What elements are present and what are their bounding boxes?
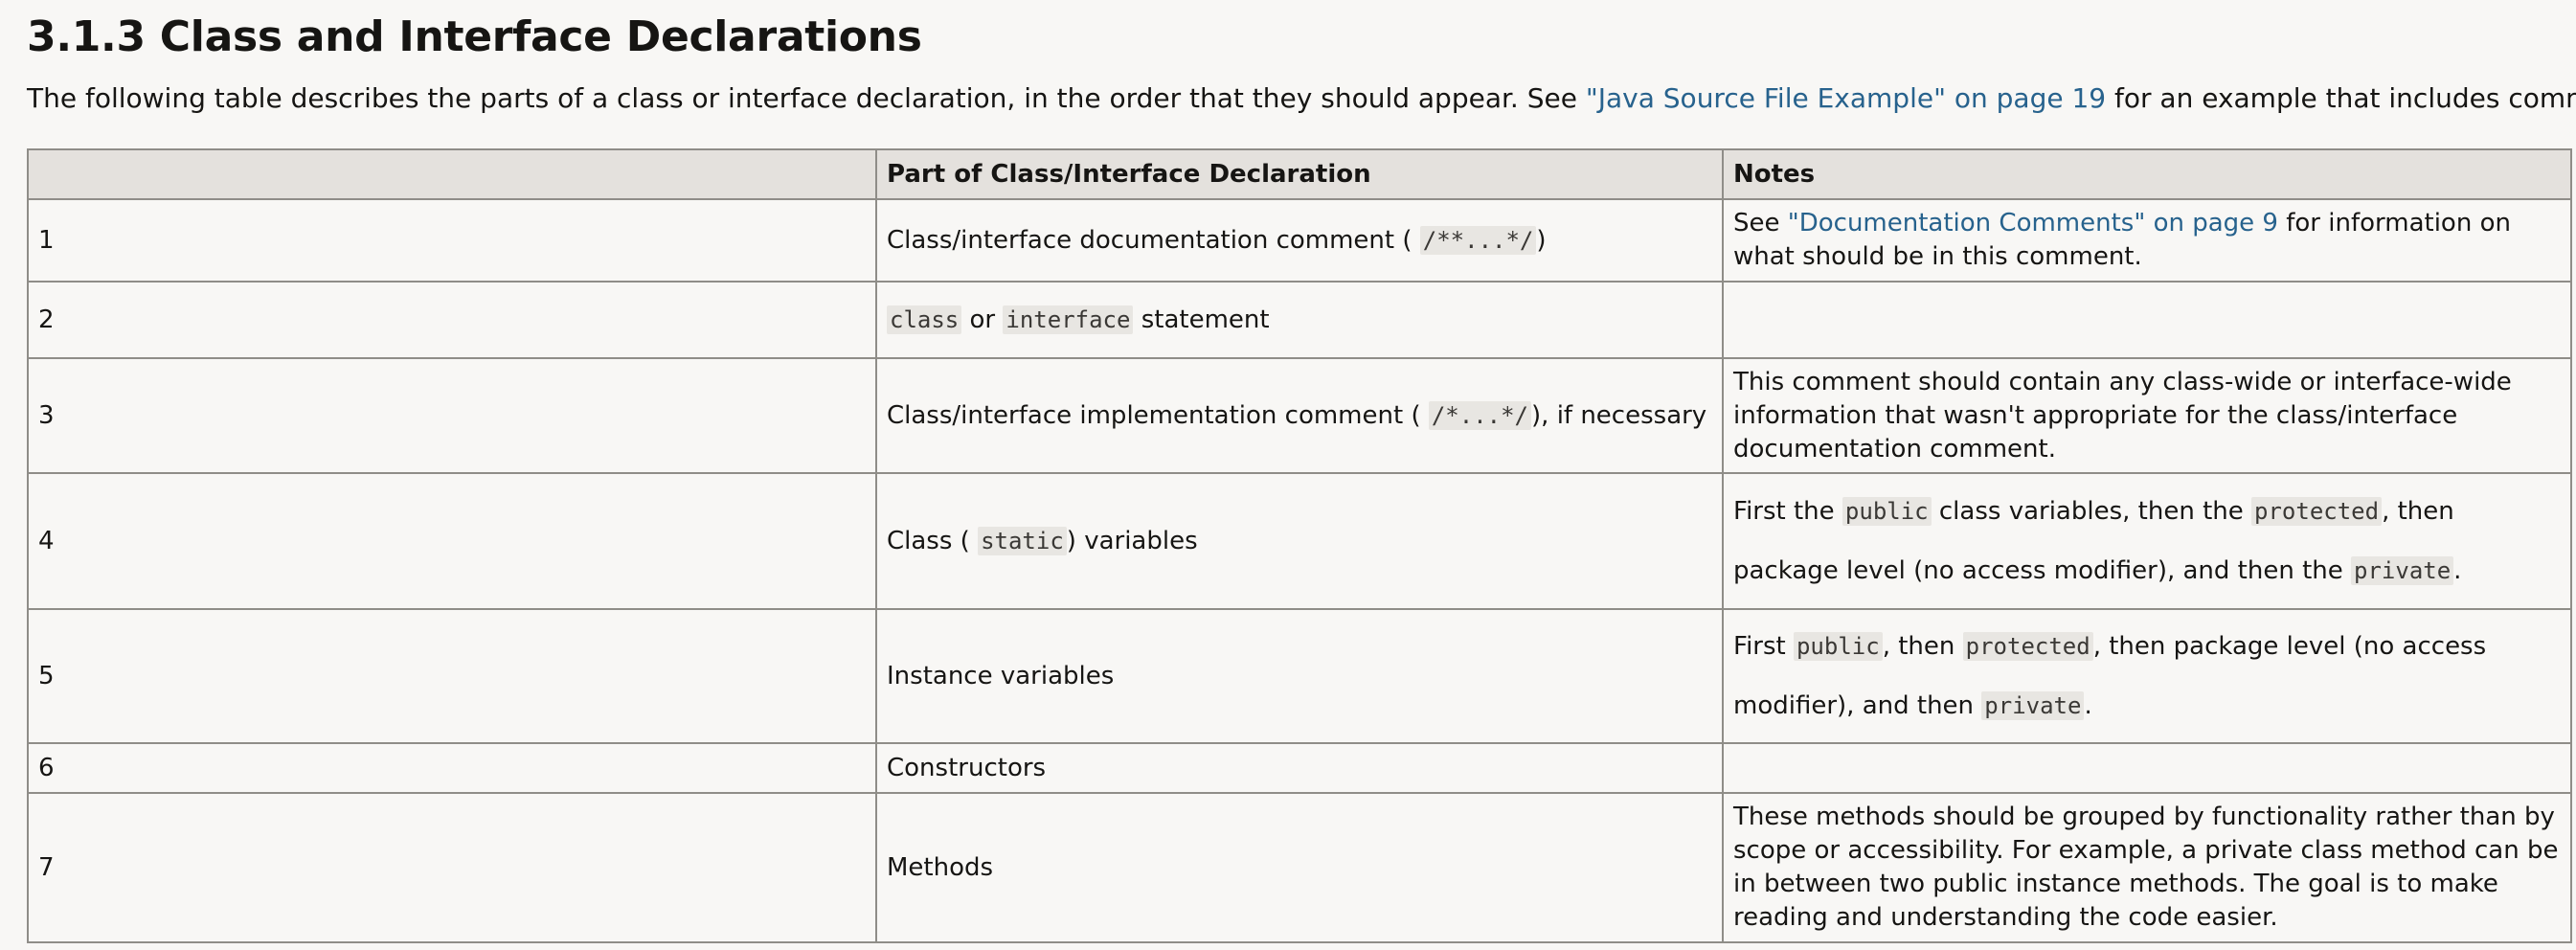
java-source-file-example-link[interactable]: "Java Source File Example" on page 19: [1585, 82, 2107, 114]
code-snippet: /*...*/: [1428, 400, 1532, 430]
code-snippet: private: [2351, 556, 2454, 585]
declaration-parts-table: Part of Class/Interface Declaration Note…: [27, 148, 2572, 943]
code-snippet: /**...*/: [1419, 225, 1537, 255]
notes-text: .: [2084, 691, 2092, 720]
code-snippet: static: [978, 526, 1067, 555]
row-number: 5: [27, 608, 877, 744]
code-snippet: public: [1842, 497, 1932, 526]
row-part: Instance variables: [875, 608, 1724, 744]
table-header-row: Part of Class/Interface Declaration Note…: [27, 148, 2572, 200]
part-text: or: [961, 305, 1004, 334]
row-number: 4: [27, 472, 877, 610]
code-snippet: protected: [2251, 497, 2383, 526]
documentation-comments-link[interactable]: "Documentation Comments" on page 9: [1787, 209, 2278, 238]
part-text: Class/interface documentation comment (: [887, 225, 1420, 255]
notes-text: , then: [1882, 632, 1963, 661]
row-part: Class/interface implementation comment (…: [875, 357, 1724, 474]
row-notes: [1722, 742, 2572, 794]
row-notes: See "Documentation Comments" on page 9 f…: [1722, 198, 2572, 283]
intro-paragraph: The following table describes the parts …: [27, 80, 2576, 117]
part-text: statement: [1133, 305, 1270, 334]
code-snippet: public: [1793, 632, 1883, 661]
intro-text-before: The following table describes the parts …: [27, 82, 1586, 114]
part-text: ) variables: [1066, 526, 1198, 555]
section-heading: 3.1.3 Class and Interface Declarations: [27, 12, 922, 61]
notes-text: class variables, then the: [1931, 497, 2252, 526]
table-row: 7 Methods These methods should be groupe…: [27, 792, 2572, 943]
notes-text: for information on what should be in thi…: [1733, 209, 2511, 271]
table-row: 3 Class/interface implementation comment…: [27, 357, 2572, 474]
row-part: Class ( static) variables: [875, 472, 1724, 610]
row-notes: First the public class variables, then t…: [1722, 472, 2572, 610]
header-part: Part of Class/Interface Declaration: [875, 148, 1724, 200]
row-notes: [1722, 281, 2572, 359]
part-text: ): [1536, 225, 1547, 255]
row-number: 6: [27, 742, 877, 794]
row-number: 7: [27, 792, 877, 943]
row-part: Class/interface documentation comment ( …: [875, 198, 1724, 283]
notes-text: See: [1733, 209, 1788, 238]
table-row: 1 Class/interface documentation comment …: [27, 198, 2572, 283]
part-text: Class (: [887, 526, 979, 555]
notes-text: .: [2453, 556, 2462, 585]
code-snippet: private: [1981, 691, 2085, 720]
row-number: 3: [27, 357, 877, 474]
part-text: ), if necessary: [1531, 400, 1707, 430]
notes-text: , then package level (no access modifier…: [1733, 497, 2454, 585]
notes-text: First the: [1733, 497, 1842, 526]
code-snippet: interface: [1003, 305, 1134, 334]
notes-text: First: [1733, 632, 1794, 661]
table-row: 2 class or interface statement: [27, 281, 2572, 359]
header-number: [27, 148, 877, 200]
part-text: Class/interface implementation comment (: [887, 400, 1429, 430]
row-part: class or interface statement: [875, 281, 1724, 359]
notes-text: , then package level (no access modifier…: [1733, 632, 2487, 720]
row-number: 1: [27, 198, 877, 283]
table-row: 5 Instance variables First public, then …: [27, 608, 2572, 744]
code-snippet: class: [887, 305, 962, 334]
row-part: Methods: [875, 792, 1724, 943]
table-row: 6 Constructors: [27, 742, 2572, 794]
row-notes: This comment should contain any class-wi…: [1722, 357, 2572, 474]
row-part: Constructors: [875, 742, 1724, 794]
header-notes: Notes: [1722, 148, 2572, 200]
row-notes: First public, then protected, then packa…: [1722, 608, 2572, 744]
row-notes: These methods should be grouped by funct…: [1722, 792, 2572, 943]
row-number: 2: [27, 281, 877, 359]
code-snippet: protected: [1962, 632, 2093, 661]
table-row: 4 Class ( static) variables First the pu…: [27, 472, 2572, 610]
